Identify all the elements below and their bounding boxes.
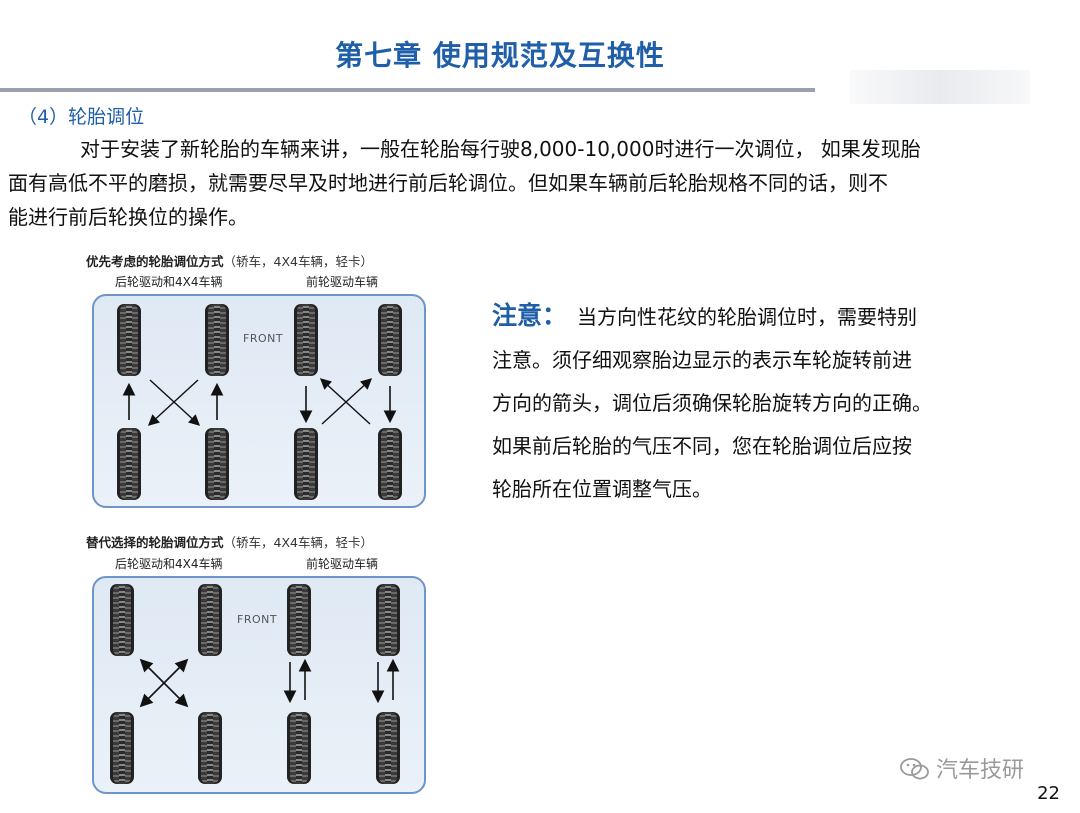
diagram2-title-text: 替代选择的轮胎调位方式	[86, 535, 224, 550]
note-label: 注意：	[492, 301, 568, 330]
tire-icon	[294, 428, 318, 500]
note-line-2: 注意。须仔细观察胎边显示的表示车轮旋转前进	[492, 348, 912, 372]
header-decoration	[850, 70, 1030, 104]
diagram1-title-text: 优先考虑的轮胎调位方式	[86, 254, 224, 269]
section-heading-text: （4）轮胎调位	[18, 106, 145, 128]
diagram2-panel	[92, 576, 426, 794]
page-number: 22	[1037, 783, 1060, 804]
page-title: 第七章 使用规范及互换性	[335, 39, 665, 72]
note-line-1-text: 当方向性花纹的轮胎调位时，需要特别	[577, 305, 918, 329]
body-paragraph: 对于安装了新轮胎的车辆来讲，一般在轮胎每行驶8,000-10,000时进行一次调…	[8, 132, 1072, 234]
diagram1-front-label: FRONT	[243, 332, 284, 345]
diagram2-right-label: 前轮驱动车辆	[306, 557, 379, 571]
diagram1-panel	[92, 294, 426, 508]
watermark-text: 汽车技研	[936, 758, 1025, 783]
note-line-4: 如果前后轮胎的气压不同，您在轮胎调位后应按	[492, 434, 912, 458]
tire-icon	[376, 712, 400, 784]
tire-icon	[205, 304, 229, 376]
tire-icon	[198, 712, 222, 784]
tire-icon	[294, 304, 318, 376]
tire-icon	[378, 304, 402, 376]
tire-icon	[110, 584, 134, 656]
tire-icon	[287, 584, 311, 656]
paragraph-line-2: 面有高低不平的磨损，就需要尽早及时地进行前后轮调位。但如果车辆前后轮胎规格不同的…	[8, 171, 888, 195]
arrow-icon	[147, 379, 199, 426]
diagram2-left-label: 后轮驱动和4X4车辆	[115, 557, 223, 571]
watermark: 汽车技研	[900, 752, 1024, 784]
diagram1-left-label: 后轮驱动和4X4车辆	[115, 275, 223, 289]
paragraph-line-3: 能进行前后轮换位的操作。	[8, 205, 248, 229]
tire-icon	[287, 712, 311, 784]
paragraph-line-1-text: 对于安装了新轮胎的车辆来讲，一般在轮胎每行驶8,000-10,000时进行一次调…	[80, 137, 921, 161]
tire-icon	[205, 428, 229, 500]
diagram1-title: 优先考虑的轮胎调位方式（轿车，4X4车辆，轻卡）	[86, 251, 373, 270]
arrow-icon	[139, 658, 165, 684]
note-line-3: 方向的箭头，调位后须确保轮胎旋转方向的正确。	[492, 391, 932, 415]
note-block: 注意： 当方向性花纹的轮胎调位时，需要特别 注意。须仔细观察胎边显示的表示车轮旋转…	[492, 294, 1012, 511]
tire-icon	[117, 304, 141, 376]
diagram2-title: 替代选择的轮胎调位方式（轿车，4X4车辆，轻卡）	[86, 532, 373, 551]
arrow-icon	[163, 682, 189, 708]
arrow-icon	[321, 378, 373, 425]
arrow-icon	[139, 682, 165, 708]
header-divider	[0, 88, 815, 92]
diagram1-title-note: （轿车，4X4车辆，轻卡）	[223, 254, 373, 269]
tire-icon	[198, 584, 222, 656]
tire-icon	[376, 584, 400, 656]
note-line-1: 注意： 当方向性花纹的轮胎调位时，需要特别	[492, 294, 1012, 339]
diagram2-title-note: （轿车，4X4车辆，轻卡）	[223, 535, 373, 550]
diagram2-front-label: FRONT	[237, 613, 278, 626]
note-line-5: 轮胎所在位置调整气压。	[492, 477, 712, 501]
tire-icon	[110, 712, 134, 784]
tire-icon	[378, 428, 402, 500]
diagram1-right-label: 前轮驱动车辆	[306, 275, 379, 289]
section-heading: （4）轮胎调位	[18, 102, 144, 129]
arrow-icon	[163, 658, 189, 684]
paragraph-line-1: 对于安装了新轮胎的车辆来讲，一般在轮胎每行驶8,000-10,000时进行一次调…	[8, 132, 1072, 166]
tire-icon	[117, 428, 141, 500]
wechat-icon	[900, 758, 929, 780]
